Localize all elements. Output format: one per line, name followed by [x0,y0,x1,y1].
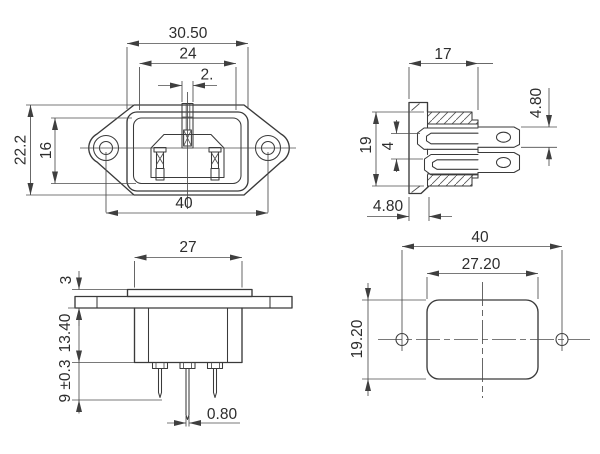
dim-text-front-opening-height: 16 [38,142,55,159]
dim-text-side-pin-offset: 4 [380,141,397,150]
dim-side-depth: 17 [408,46,493,110]
dim-text-bottom-pin-length: 9 ±0.3 [57,360,74,403]
side-lower-slot [423,153,479,176]
dim-text-bottom-body-width: 27 [179,239,196,256]
dim-text-bottom-flange-thickness: 3 [58,276,75,285]
dim-text-side-flange-lip: 4.80 [373,198,404,215]
front-flange-outline [88,104,290,196]
front-line-pin [153,146,167,181]
side-body-top [426,111,479,125]
dim-text-cutout-hole-spacing: 40 [471,229,489,246]
dim-text-front-flange-width: 30.50 [169,25,208,42]
side-lower-tab-hole [495,156,512,169]
bottom-pin-left [151,361,169,399]
dim-side-body-height: 19 [358,111,424,187]
dim-cutout-hole-spacing: 40 [402,229,562,250]
side-bottom-hatch [428,174,478,186]
side-view: 17 4.80 19 4 4.80 [358,46,557,221]
dim-text-cutout-width: 27.20 [462,256,501,273]
cutout-view: 40 27.20 19.20 [349,229,590,398]
side-earth-pin-section [425,132,479,145]
dim-side-flange-lip: 4.80 [367,197,452,221]
dim-front-flange-width: 30.50 [126,25,249,109]
dim-text-side-tab-height: 4.80 [528,88,545,119]
front-neutral-pin [208,146,222,181]
dim-bottom-body-depth: 13.40 [57,308,134,363]
dim-text-cutout-height: 19.20 [349,319,366,358]
side-upper-tab-hole [495,131,512,143]
dim-front-pin-width: 2. [158,67,217,102]
dim-text-bottom-body-depth: 13.40 [57,313,74,352]
dim-text-front-opening-width: 24 [179,46,197,63]
dim-bottom-pin-thickness: 0.80 [167,406,240,427]
bottom-flange-band [74,295,293,309]
dim-text-side-body-height: 19 [358,136,375,153]
dim-front-opening-width: 24 [139,46,237,110]
bottom-pin-right [206,361,224,399]
dim-text-front-pin-width: 2. [201,67,214,84]
dim-bottom-body-width: 27 [134,239,243,288]
dim-front-hole-spacing: 40 [105,152,269,216]
dim-cutout-height: 19.20 [349,283,426,396]
bottom-face-plate [126,288,253,298]
side-body-bottom [426,173,479,187]
side-upper-slot [416,127,479,150]
front-view: 30.50 24 2. 22.2 16 [13,25,296,216]
dim-cutout-width: 27.20 [426,256,539,299]
dim-text-side-depth: 17 [434,46,451,63]
dim-text-bottom-pin-thickness: 0.80 [207,406,238,423]
dim-text-front-flange-height: 22.2 [13,135,30,165]
side-flange-outline [408,101,430,195]
side-top-hatch [428,112,478,124]
side-upper-tab [477,126,521,148]
side-lower-tab [477,151,521,174]
side-lower-pin-section [431,159,479,170]
bottom-body [133,307,243,364]
bottom-pin-center [179,361,196,421]
dim-front-opening-height: 16 [38,117,136,184]
dim-front-flange-height: 22.2 [13,104,133,196]
dim-text-front-hole-spacing: 40 [175,195,193,212]
dim-side-pin-offset: 4 [380,120,423,172]
bottom-view: 27 3 13.40 9 ±0.3 0.80 [57,239,293,427]
dim-side-tab-height: 4.80 [521,88,557,166]
dim-bottom-pin-length: 9 ±0.3 [57,360,162,414]
